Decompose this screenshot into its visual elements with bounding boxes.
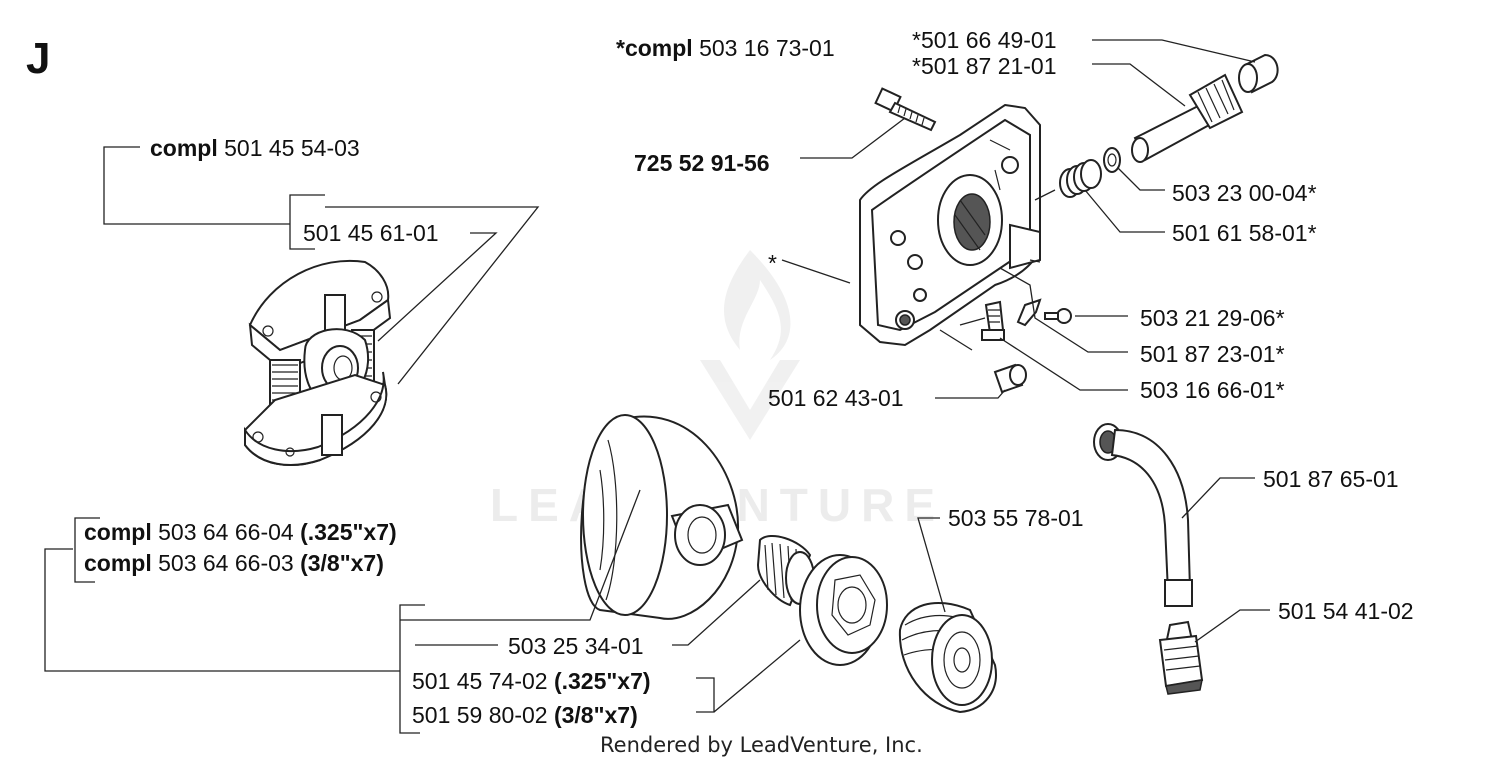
leader-seal [1092, 39, 1256, 63]
leader-screw [800, 117, 906, 159]
label-nut: 501 62 43-01 [768, 385, 904, 411]
pump-spring [1059, 159, 1102, 198]
label-lever: 501 87 23-01* [1140, 341, 1285, 367]
label-screw: 725 52 91-56 [634, 150, 770, 176]
leader-lever [999, 267, 1128, 353]
leader-valve [999, 337, 1128, 391]
pump-nut [993, 363, 1027, 394]
label-drum-compl-38: compl 503 64 66-03 (3/8"x7) [84, 550, 384, 576]
label-drum-compl-325: compl 503 64 66-04 (.325"x7) [84, 519, 397, 545]
oil-filter [1158, 620, 1204, 695]
leader-shaft [1092, 63, 1186, 107]
label-housing: * [768, 250, 777, 276]
label-rim-38: 501 59 80-02 (3/8"x7) [412, 702, 638, 728]
rim-sprocket [799, 554, 888, 666]
label-pump-compl: *compl 503 16 73-01 [616, 35, 835, 61]
watermark-logo [700, 250, 800, 440]
leader-filter [1194, 609, 1270, 643]
lever-part [1016, 298, 1042, 327]
housing-screw [874, 87, 937, 132]
footer-credit: Rendered by LeadVenture, Inc. [600, 733, 923, 757]
label-bearing: 503 25 34-01 [508, 633, 644, 659]
leader-spring [1084, 189, 1165, 233]
leader-worm [917, 517, 946, 613]
label-spring: 501 61 58-01* [1172, 220, 1317, 246]
pump-shaft [1131, 73, 1244, 163]
leader-clutch-compl [103, 146, 290, 225]
leader-bearing [415, 579, 761, 646]
leader-washer [1117, 167, 1165, 191]
leader-clutch-spring-a [325, 206, 540, 385]
leader-valve-b [939, 317, 986, 351]
label-seal: *501 66 49-01 [912, 27, 1057, 53]
leader-nut [935, 389, 1006, 399]
leader-drum-compl [74, 517, 100, 583]
label-rim-325: 501 45 74-02 (.325"x7) [412, 668, 651, 694]
leader-clutch-spring-b [377, 232, 498, 342]
oil-pump-housing [859, 103, 1041, 347]
small-screw [1044, 308, 1072, 324]
pump-seal [1238, 53, 1279, 94]
label-clutch-compl: compl 501 45 54-03 [150, 135, 360, 161]
leader-drum-group [44, 548, 400, 672]
label-clutch-spring: 501 45 61-01 [303, 220, 439, 246]
leader-clutch-group [289, 194, 325, 250]
valve-part [981, 300, 1005, 341]
label-washer: 503 23 00-04* [1172, 180, 1317, 206]
leader-rim [696, 639, 801, 713]
worm-gear [898, 601, 997, 714]
label-worm: 503 55 78-01 [948, 505, 1084, 531]
label-shaft: *501 87 21-01 [912, 53, 1057, 79]
leader-hose [1181, 477, 1255, 519]
leader-housing-b [1029, 189, 1056, 263]
leader-drum-line [400, 489, 641, 621]
section-letter: J [26, 34, 51, 83]
label-oil-filter: 501 54 41-02 [1278, 598, 1414, 624]
label-valve: 503 16 66-01* [1140, 377, 1285, 403]
pump-washer [1103, 147, 1121, 173]
label-oil-hose: 501 87 65-01 [1263, 466, 1399, 492]
clutch-drum [580, 414, 744, 620]
leader-drum-bracket [399, 604, 425, 734]
leader-housing [781, 259, 851, 284]
label-small-screw: 503 21 29-06* [1140, 305, 1285, 331]
clutch-assembly [244, 259, 392, 466]
oil-hose [1093, 423, 1193, 607]
